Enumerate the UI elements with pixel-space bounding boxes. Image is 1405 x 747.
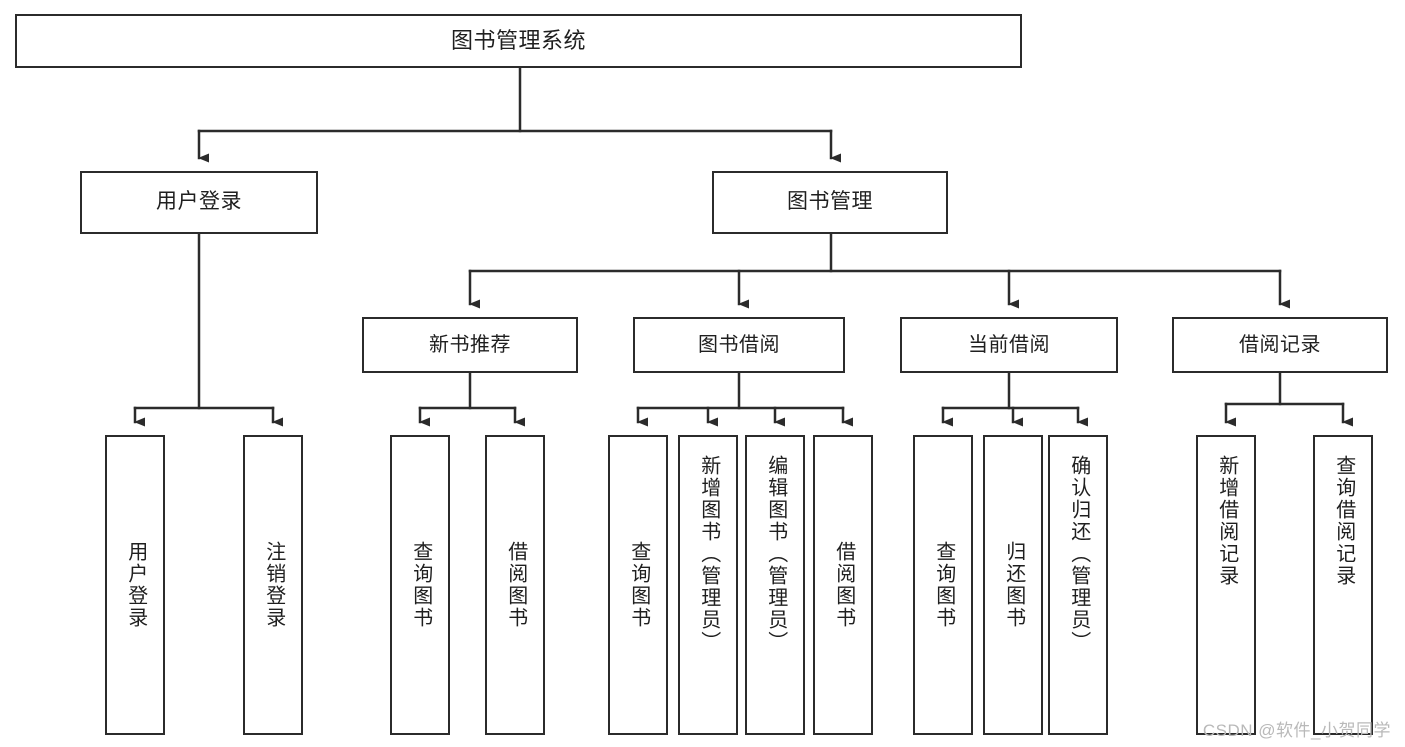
- node-label: 图书借阅: [698, 333, 780, 356]
- leaf-return-book[interactable]: 归还图书: [983, 435, 1043, 735]
- node-label: 图书管理: [787, 190, 873, 214]
- leaf-query-book-borrow[interactable]: 查询图书: [608, 435, 668, 735]
- leaf-query-book-current[interactable]: 查询图书: [913, 435, 973, 735]
- leaf-user-login[interactable]: 用户登录: [105, 435, 165, 735]
- node-label: 查询图书: [409, 541, 432, 629]
- node-label: 当前借阅: [968, 333, 1050, 356]
- node-label: 图书管理系统: [450, 28, 586, 54]
- node-current-borrow[interactable]: 当前借阅: [900, 317, 1118, 373]
- node-label: 查询图书: [932, 541, 955, 629]
- node-borrow-record[interactable]: 借阅记录: [1172, 317, 1388, 373]
- node-label: 借阅图书: [504, 541, 527, 629]
- leaf-logout-login[interactable]: 注销登录: [243, 435, 303, 735]
- node-label: 新增图书（管理员）: [697, 455, 720, 653]
- node-label: 编辑图书（管理员）: [764, 455, 787, 653]
- node-book-management[interactable]: 图书管理: [712, 171, 948, 234]
- leaf-add-borrow-record[interactable]: 新增借阅记录: [1196, 435, 1256, 735]
- node-user-login[interactable]: 用户登录: [80, 171, 318, 234]
- node-label: 用户登录: [124, 541, 147, 629]
- node-label: 查询借阅记录: [1332, 455, 1355, 587]
- leaf-borrow-book-new[interactable]: 借阅图书: [485, 435, 545, 735]
- leaf-edit-book-admin[interactable]: 编辑图书（管理员）: [745, 435, 805, 735]
- node-label: 注销登录: [262, 541, 285, 629]
- node-label: 归还图书: [1002, 541, 1025, 629]
- leaf-confirm-return-admin[interactable]: 确认归还（管理员）: [1048, 435, 1108, 735]
- leaf-borrow-book[interactable]: 借阅图书: [813, 435, 873, 735]
- node-label: 借阅记录: [1239, 333, 1321, 356]
- node-label: 确认归还（管理员）: [1067, 455, 1090, 653]
- node-label: 查询图书: [627, 541, 650, 629]
- node-label: 新书推荐: [429, 333, 511, 356]
- leaf-query-borrow-record[interactable]: 查询借阅记录: [1313, 435, 1373, 735]
- node-book-borrow[interactable]: 图书借阅: [633, 317, 845, 373]
- node-label: 新增借阅记录: [1215, 455, 1238, 587]
- watermark-text: CSDN @软件_小贺同学: [1202, 721, 1391, 740]
- node-new-book-recommend[interactable]: 新书推荐: [362, 317, 578, 373]
- node-label: 借阅图书: [832, 541, 855, 629]
- node-root-system[interactable]: 图书管理系统: [15, 14, 1022, 68]
- node-label: 用户登录: [156, 190, 242, 214]
- leaf-add-book-admin[interactable]: 新增图书（管理员）: [678, 435, 738, 735]
- leaf-query-book-new[interactable]: 查询图书: [390, 435, 450, 735]
